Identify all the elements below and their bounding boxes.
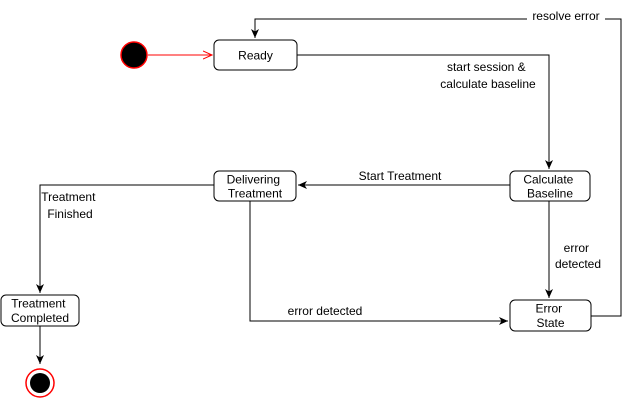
state-error-label: Error State bbox=[535, 302, 565, 331]
state-calculate-baseline-label: Calculate Baseline bbox=[523, 173, 576, 201]
state-ready-label: Ready bbox=[238, 49, 273, 63]
final-state-node bbox=[25, 368, 55, 398]
initial-state-node bbox=[120, 41, 148, 69]
transition-label-resolve-error: resolve error bbox=[532, 9, 599, 23]
state-calculate-baseline: Calculate Baseline bbox=[509, 170, 591, 202]
state-treatment-completed: Treatment Completed bbox=[0, 294, 80, 327]
transition-label-start-session: start session & calculate baseline bbox=[440, 60, 536, 91]
state-ready: Ready bbox=[213, 39, 298, 71]
edge-ready-to-calculate-baseline bbox=[297, 54, 553, 169]
edge-delivering-to-error bbox=[249, 201, 508, 325]
resolve-error-label-bg bbox=[527, 8, 605, 24]
transition-label-start-treatment: Start Treatment bbox=[359, 169, 442, 183]
transition-label-error-from-delivery: error detected bbox=[288, 304, 363, 318]
state-error: Error State bbox=[509, 299, 592, 332]
state-delivering-treatment-label: Delivering Treatment bbox=[227, 173, 284, 201]
state-treatment-completed-label: Treatment Completed bbox=[11, 297, 69, 326]
state-delivering-treatment: Delivering Treatment bbox=[213, 170, 297, 202]
edge-delivering-to-completed bbox=[36, 184, 214, 293]
edge-error-to-ready bbox=[251, 18, 622, 317]
transition-label-error-from-baseline: error detected bbox=[555, 241, 601, 271]
transition-label-treatment-finished: Treatment Finished bbox=[41, 190, 99, 221]
